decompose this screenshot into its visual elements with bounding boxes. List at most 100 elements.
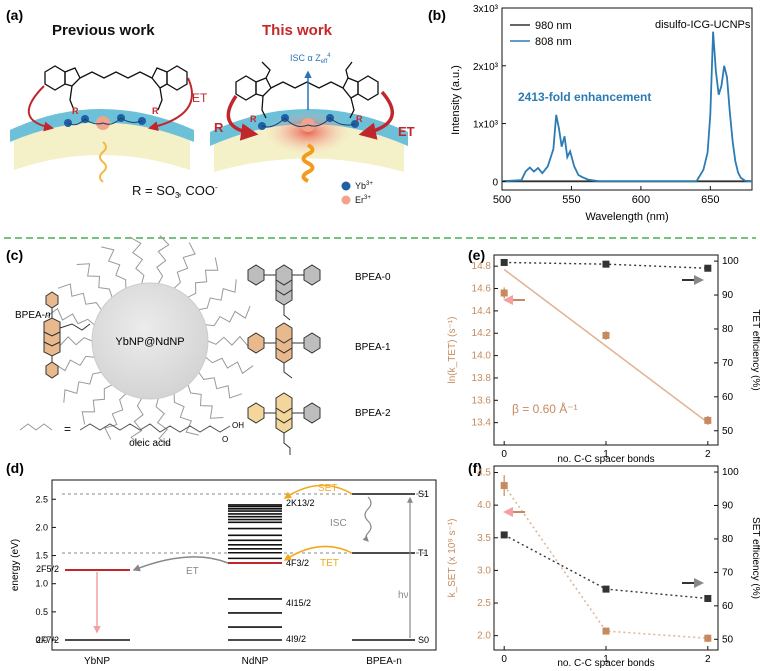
left-point-2 xyxy=(704,416,712,424)
r-formula-text: R = SO xyxy=(132,183,175,198)
right-r-label-1: R xyxy=(250,114,257,124)
yl-tick-label-3: 3.5 xyxy=(477,533,491,544)
right-point-1 xyxy=(602,260,610,268)
x-tick-label-1: 1 xyxy=(603,449,609,460)
panel-f-letter: (f) xyxy=(468,460,482,476)
ligand-19 xyxy=(187,257,219,298)
chart-f-frame xyxy=(493,465,719,651)
left-energy-migration xyxy=(67,117,143,126)
yl-tick-label-6: 14.6 xyxy=(472,284,492,295)
panel-e-letter: (e) xyxy=(468,247,485,263)
yr-tick-label-2: 70 xyxy=(722,567,734,578)
oleic-chain xyxy=(79,423,231,433)
yr-tick-label-1: 60 xyxy=(722,601,734,612)
x-tick-label-1: 1 xyxy=(603,654,609,665)
left-np-shell xyxy=(10,109,194,142)
ligand-9 xyxy=(63,371,102,403)
yl-tick-label-4: 4.0 xyxy=(477,500,491,511)
right-emission-wave xyxy=(301,143,315,183)
ligand-8 xyxy=(81,384,113,425)
legend-er-dot xyxy=(341,195,351,205)
left-point-1 xyxy=(602,331,610,339)
right-point-0 xyxy=(500,531,508,539)
legend-980-label: 980 nm xyxy=(535,20,572,32)
x-tick-label-0: 500 xyxy=(493,194,511,206)
left-point-1 xyxy=(602,627,610,635)
isc-label: ISC α Zeff4 xyxy=(290,53,331,65)
chart-e-annotation: β = 0.60 Å⁻¹ xyxy=(512,401,578,416)
oleic-label: oleic acid xyxy=(129,438,171,449)
col-bpea: BPEA-n xyxy=(366,656,402,667)
et-label: ET xyxy=(186,566,199,577)
left-dye-molecule xyxy=(44,65,188,111)
fit-line xyxy=(503,268,709,424)
bpea-n-structure xyxy=(43,291,91,379)
left-point-0 xyxy=(500,482,508,490)
nd-f32-label: 4F3/2 xyxy=(286,558,309,568)
left-et-arrow-1 xyxy=(27,85,54,132)
energy-tick-label-3: 1.5 xyxy=(35,551,48,561)
col-ndnp: NdNP xyxy=(242,656,269,667)
right-point-2 xyxy=(704,264,712,272)
left-et-label: ET xyxy=(192,91,208,105)
r-formula-minus2: - xyxy=(215,183,218,192)
yl-tick-label-0: 13.4 xyxy=(472,418,492,429)
s1-label: S1 xyxy=(418,489,429,499)
panel-d: (d) 0.00.51.01.52.02.5 energy (eV) 2F5/2… xyxy=(6,460,437,667)
legend-yb-dot xyxy=(341,181,351,191)
yl-tick-label-2: 13.8 xyxy=(472,373,492,384)
series-line-1 xyxy=(501,31,753,183)
set-label: SET xyxy=(318,483,337,494)
et-arrow xyxy=(132,556,229,572)
right-energy-migration xyxy=(261,117,356,128)
right-r-label-2: R xyxy=(356,114,363,124)
bpea1-structure xyxy=(247,322,321,379)
x-tick-label-0: 0 xyxy=(501,654,507,665)
nd-i92-label: 4I9/2 xyxy=(286,634,306,644)
yl-tick-label-7: 14.8 xyxy=(472,261,492,272)
right-point-2 xyxy=(704,594,712,602)
x-tick-label-0: 0 xyxy=(501,449,507,460)
yr-tick-label-2: 70 xyxy=(722,358,734,369)
col-ybnp: YbNP xyxy=(84,656,110,667)
yb-f52-label: 2F5/2 xyxy=(36,564,59,574)
bpea-n-italic: n xyxy=(45,310,51,321)
left-series-line xyxy=(503,485,708,640)
chart-b-legend-title: disulfo-ICG-UCNPs xyxy=(655,19,751,31)
left-et-arrow-2 xyxy=(148,77,193,132)
yl-tick-label-2: 3.0 xyxy=(477,565,491,576)
nd-level-stack xyxy=(228,504,282,641)
yr-tick-label-3: 80 xyxy=(722,534,734,545)
bpea0-label: BPEA-0 xyxy=(355,272,391,283)
nanoparticle-sphere xyxy=(91,282,209,400)
y-tick-label-3: 3x10³ xyxy=(473,4,499,15)
left-point-2 xyxy=(704,634,712,642)
bpea2-label: BPEA-2 xyxy=(355,408,391,419)
t1-label: T1 xyxy=(418,548,429,558)
yr-tick-label-4: 90 xyxy=(722,290,734,301)
legend-yb: Yb3+ xyxy=(355,181,373,191)
right-dye-molecule xyxy=(235,61,379,119)
yl-tick-label-3: 14.0 xyxy=(472,351,492,362)
ligand-5 xyxy=(155,398,171,446)
legend-yb-text: Yb xyxy=(355,181,366,191)
ligand-13 xyxy=(57,283,102,310)
yr-tick-label-5: 100 xyxy=(722,467,739,478)
ligand-4 xyxy=(173,393,199,436)
ligand-2 xyxy=(198,372,243,399)
x-tick-label-2: 600 xyxy=(632,194,650,206)
bpea-n-text: BPEA- xyxy=(15,310,45,321)
tet-label: TET xyxy=(320,558,339,569)
ligand-7 xyxy=(104,393,127,440)
this-work-title: This work xyxy=(262,22,333,39)
ligand-15 xyxy=(101,246,127,289)
chart-b-plot xyxy=(501,31,753,183)
y-tick-label-1: 1x10³ xyxy=(473,120,499,131)
chart-f-ylabel-left: k_SET (x 10⁹ s⁻¹) xyxy=(447,519,458,598)
oleic-oh: OH xyxy=(232,421,244,430)
ligand-16 xyxy=(129,236,145,284)
chart-e-xlabel: no. C-C spacer bonds xyxy=(557,454,654,465)
